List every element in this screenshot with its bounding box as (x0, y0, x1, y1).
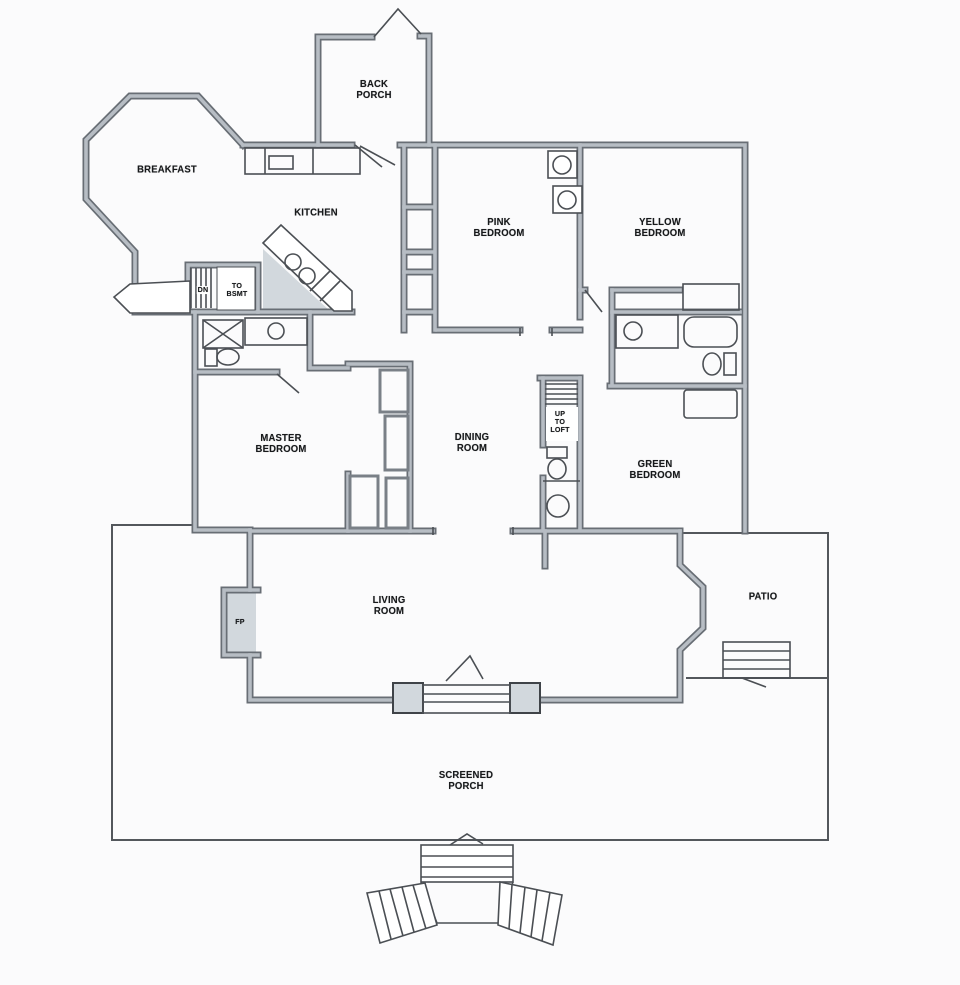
closet-cell (378, 368, 410, 414)
front-steps (420, 844, 514, 883)
master-toilet (216, 348, 240, 366)
master-sink (267, 322, 285, 340)
bathtub (683, 316, 738, 348)
room-label-kitchen: KITCHEN (294, 207, 338, 219)
entry-door-swing (445, 654, 484, 682)
hall-bath-vanity (615, 314, 679, 349)
entry-steps (422, 684, 511, 714)
kitchen-island-shade (263, 249, 330, 311)
fan-treads-right (508, 884, 551, 942)
yellow-closet (682, 283, 740, 311)
room-label-pink-bedroom: PINK BEDROOM (473, 216, 525, 239)
porch-outline (111, 524, 829, 841)
room-label-dining-room: DINING ROOM (454, 431, 490, 454)
front-fan-steps-left (366, 882, 438, 945)
patio-step-treads (723, 650, 790, 670)
room-label-green-bedroom: GREEN BEDROOM (629, 458, 681, 481)
room-label-patio: PATIO (748, 591, 778, 603)
master-vanity (244, 317, 308, 346)
closet-cell (383, 414, 410, 472)
room-label-yellow-bedroom: YELLOW BEDROOM (634, 216, 686, 239)
room-label-master-bedroom: MASTER BEDROOM (255, 432, 307, 455)
room-label-stairs-up-loft: UP TO LOFT (549, 409, 571, 434)
closet-cell (384, 476, 410, 530)
entry-step-treads (423, 693, 510, 703)
island-dividers (309, 270, 341, 302)
kitchen-counter (244, 147, 361, 175)
walls-core (84, 34, 747, 702)
fireplace-shade (226, 592, 256, 653)
hall-toilet (702, 352, 722, 376)
shaded-areas (226, 249, 330, 653)
master-shower (202, 319, 244, 349)
room-label-breakfast: BREAKFAST (137, 164, 197, 176)
fixtures (112, 7, 791, 947)
dryer (557, 190, 577, 210)
walls (82, 32, 749, 704)
porch-door-swing (449, 833, 484, 846)
room-label-to-basement: TO BSMT (226, 281, 248, 298)
room-label-back-porch: BACK PORCH (356, 78, 392, 101)
half-bath-toilet-tank (546, 446, 568, 459)
utility-fixture (546, 494, 570, 518)
kitchen-sink (268, 155, 294, 170)
island-sink-bowl (284, 253, 302, 271)
pink-door-jambs (519, 328, 553, 336)
master-closets (348, 368, 410, 530)
back-porch-inner-door-swing (354, 144, 383, 168)
front-step-treads (421, 855, 513, 878)
entry-pier-left (392, 682, 424, 714)
green-closet (683, 389, 738, 419)
island-sink-bowl (298, 267, 316, 285)
kitchen-door-swing (359, 145, 396, 166)
front-fan-steps-right (497, 881, 563, 947)
room-label-living-room: LIVING ROOM (372, 594, 406, 617)
washer (552, 155, 572, 175)
master-door-swing (276, 373, 300, 394)
side-bay (112, 280, 191, 314)
patio-step-mark (741, 677, 767, 688)
master-shower-x (202, 319, 244, 349)
hall-toilet-tank (723, 352, 737, 376)
half-bath-toilet (547, 458, 567, 480)
screened-porch-wall (111, 524, 829, 841)
entry-pier-right (509, 682, 541, 714)
fan-treads-left (378, 884, 427, 940)
room-label-screened-porch: SCREENED PORCH (438, 769, 494, 792)
living-opening-jambs (432, 527, 514, 535)
kitchen-counter-dividers (264, 148, 314, 174)
loft-stair-treads (545, 383, 578, 405)
yellow-door-swing (584, 289, 603, 313)
room-label-fireplace: FP (235, 617, 245, 627)
back-porch-door-swing (373, 7, 422, 38)
closet-cell (348, 474, 380, 530)
master-toilet-tank (204, 348, 218, 367)
hall-bath-sink (623, 321, 643, 341)
basement-stair-label-box (216, 266, 256, 311)
room-label-stairs-down: DN (196, 285, 210, 295)
